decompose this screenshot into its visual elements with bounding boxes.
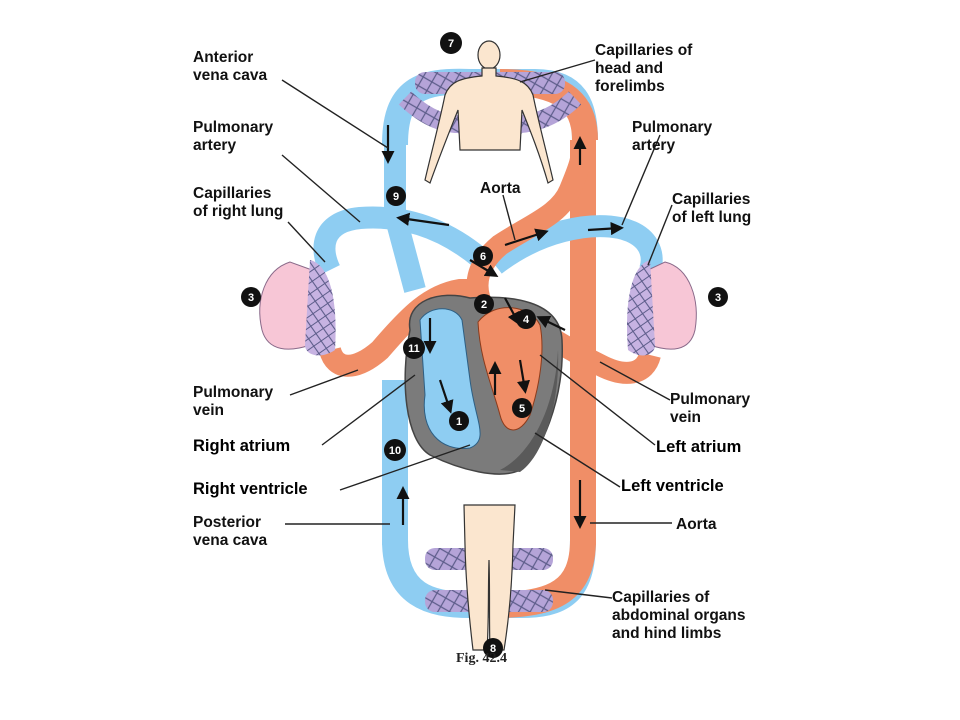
left-lung xyxy=(626,260,697,356)
step-marker-7: 7 xyxy=(440,32,462,54)
upper-body-figure xyxy=(424,40,554,184)
svg-text:10: 10 xyxy=(389,445,401,457)
svg-text:1: 1 xyxy=(456,416,462,428)
step-marker-3-right: 3 xyxy=(708,287,728,307)
heart xyxy=(404,294,563,475)
lower-body-figure xyxy=(463,504,516,651)
label-capillaries-right-lung: Capillaries of right lung xyxy=(193,185,283,220)
figure-caption: Fig. 42.4 xyxy=(456,651,507,666)
svg-text:8: 8 xyxy=(490,643,496,655)
label-capillaries-head: Capillaries of head and forelimbs xyxy=(595,42,697,95)
right-lung xyxy=(259,260,336,356)
step-marker-5: 5 xyxy=(512,398,532,418)
label-pulmonary-vein-left: Pulmonary vein xyxy=(193,384,277,419)
label-pulmonary-vein-right: Pulmonary vein xyxy=(670,391,754,426)
step-marker-10: 10 xyxy=(384,439,406,461)
leader-lines xyxy=(281,59,673,599)
step-marker-4: 4 xyxy=(516,309,536,329)
svg-text:7: 7 xyxy=(448,38,454,50)
label-right-atrium: Right atrium xyxy=(193,437,290,455)
pulmonary-artery-to-right-lung xyxy=(313,206,487,275)
svg-text:3: 3 xyxy=(715,292,721,304)
aortic-arch-vessel xyxy=(466,139,594,338)
label-capillaries-left-lung: Capillaries of left lung xyxy=(672,191,755,226)
svg-text:6: 6 xyxy=(480,251,486,263)
svg-text:4: 4 xyxy=(523,314,530,326)
step-marker-11: 11 xyxy=(403,337,425,359)
step-marker-2: 2 xyxy=(474,294,494,314)
label-left-ventricle: Left ventricle xyxy=(621,477,724,495)
flow-arrows xyxy=(381,125,624,529)
label-pulmonary-artery-right: Pulmonary artery xyxy=(632,119,716,154)
svg-text:9: 9 xyxy=(393,191,399,203)
label-posterior-vena-cava: Posterior vena cava xyxy=(193,514,267,549)
step-marker-1: 1 xyxy=(449,411,469,431)
svg-text:11: 11 xyxy=(408,343,420,355)
label-anterior-vena-cava: Anterior vena cava xyxy=(193,49,267,84)
label-aorta-lower: Aorta xyxy=(676,516,717,533)
svg-text:2: 2 xyxy=(481,299,487,311)
step-marker-3-left: 3 xyxy=(241,287,261,307)
svg-text:5: 5 xyxy=(519,403,525,415)
step-marker-9: 9 xyxy=(386,186,406,206)
label-capillaries-abdominal: Capillaries of abdominal organs and hind… xyxy=(612,589,750,642)
label-right-ventricle: Right ventricle xyxy=(193,480,308,498)
label-aorta-upper: Aorta xyxy=(480,180,521,197)
step-marker-8: 8 xyxy=(483,638,503,658)
label-pulmonary-artery-left: Pulmonary artery xyxy=(193,119,277,154)
step-marker-6: 6 xyxy=(473,246,493,266)
svg-text:3: 3 xyxy=(248,292,254,304)
label-left-atrium: Left atrium xyxy=(656,438,741,456)
